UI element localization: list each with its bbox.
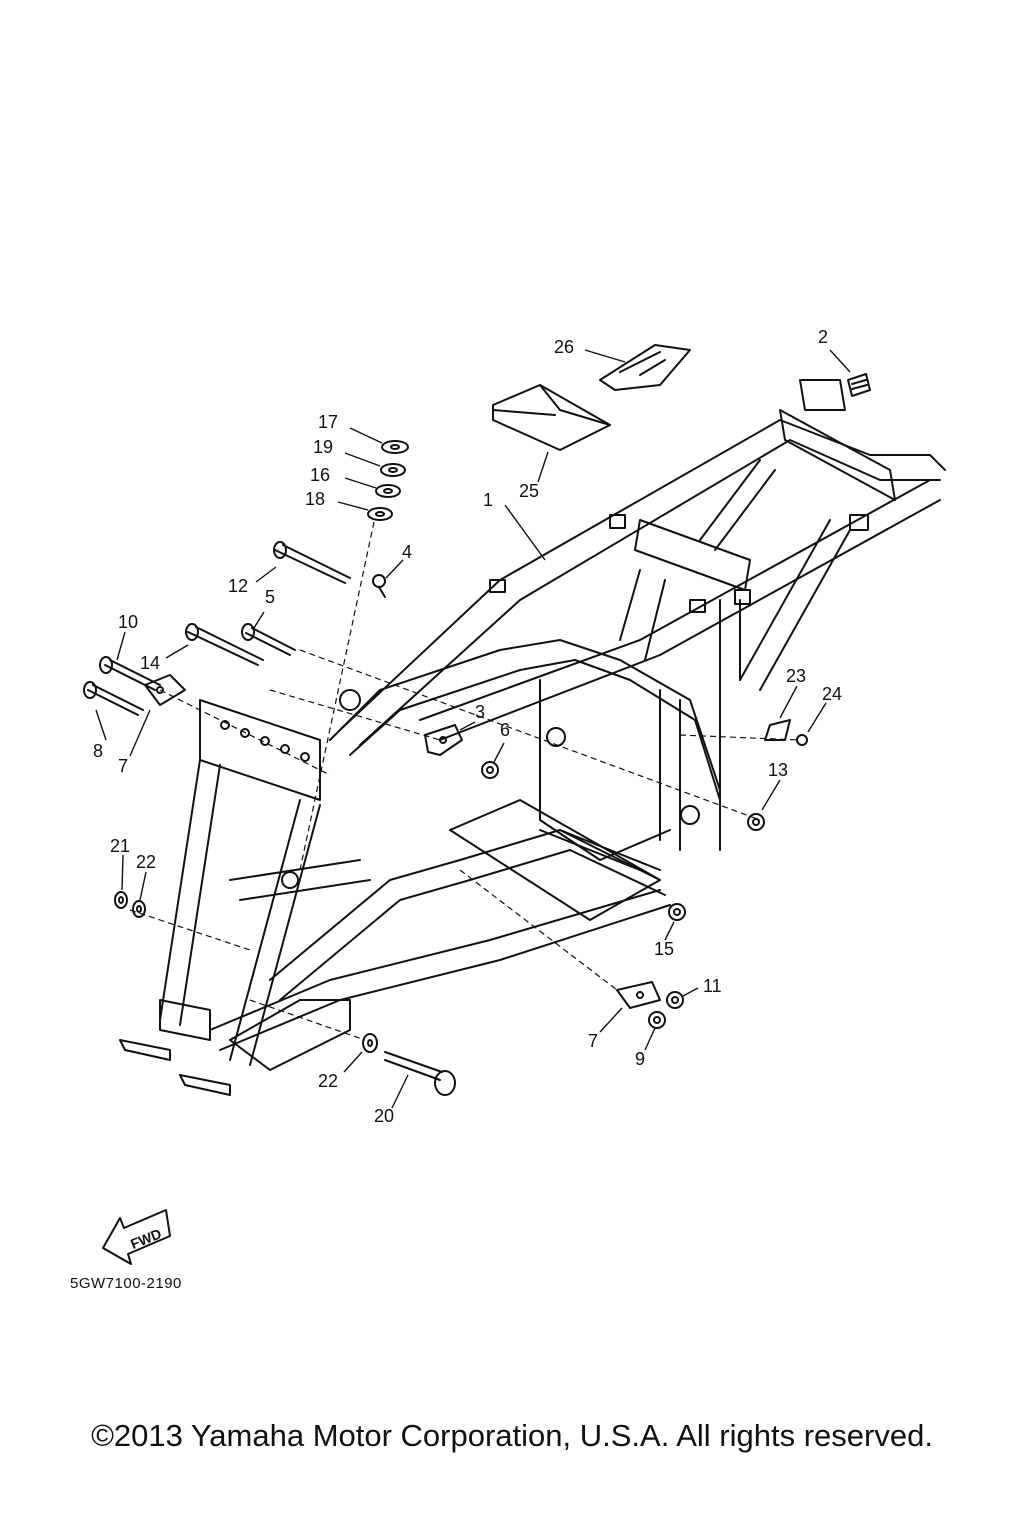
engine-brackets xyxy=(144,674,661,1009)
callout-22-bottom: 22 xyxy=(318,1071,338,1091)
nuts-washers xyxy=(114,574,808,1053)
callout-6: 6 xyxy=(500,720,510,740)
callout-7-bottom: 7 xyxy=(588,1031,598,1051)
callout-5: 5 xyxy=(265,587,275,607)
callout-21: 21 xyxy=(110,836,130,856)
callout-4: 4 xyxy=(402,542,412,562)
callout-18: 18 xyxy=(305,489,325,509)
callout-12: 12 xyxy=(228,576,248,596)
fwd-arrow-icon: FWD xyxy=(102,1209,171,1265)
diagram-code: 5GW7100-2190 xyxy=(70,1275,182,1292)
callout-16: 16 xyxy=(310,465,330,485)
callout-13: 13 xyxy=(768,760,788,780)
rear-cap xyxy=(847,373,871,397)
callout-11: 11 xyxy=(703,976,722,996)
callout-15: 15 xyxy=(654,939,674,959)
callout-24: 24 xyxy=(822,684,842,704)
callout-9: 9 xyxy=(635,1049,645,1069)
callout-14: 14 xyxy=(140,653,160,673)
callout-22-left: 22 xyxy=(136,852,156,872)
callout-7-left: 7 xyxy=(118,756,128,776)
callout-1: 1 xyxy=(483,490,493,510)
callout-23: 23 xyxy=(786,666,806,686)
callout-25: 25 xyxy=(519,481,539,501)
callout-19: 19 xyxy=(313,437,333,457)
manual-pouch xyxy=(492,384,611,451)
mount-bracket-3 xyxy=(424,724,463,756)
callout-20: 20 xyxy=(374,1106,394,1126)
tool-kit xyxy=(599,344,691,391)
callout-17: 17 xyxy=(318,412,338,432)
main-frame xyxy=(119,379,946,1096)
callout-26: 26 xyxy=(554,337,574,357)
collar-stack xyxy=(367,440,409,521)
callout-2: 2 xyxy=(818,327,828,347)
callout-10: 10 xyxy=(118,612,138,632)
callout-8: 8 xyxy=(93,741,103,761)
callout-3: 3 xyxy=(475,702,485,722)
long-bolts xyxy=(83,541,456,1096)
copyright-notice: ©2013 Yamaha Motor Corporation, U.S.A. A… xyxy=(91,1418,933,1453)
